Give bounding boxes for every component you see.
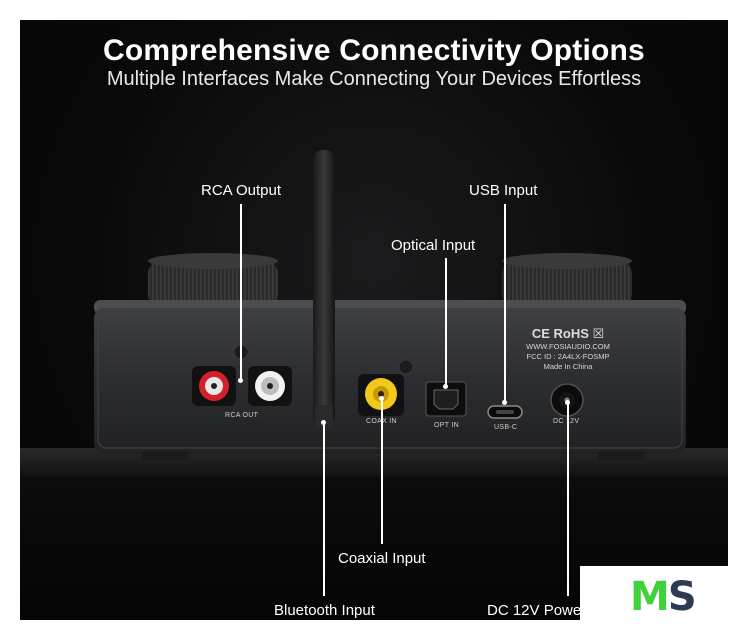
screw	[398, 359, 414, 375]
dc-port-label: DC 12V	[553, 418, 580, 425]
callout-rca-output: RCA Output	[201, 182, 282, 199]
usb-c-port	[487, 405, 523, 419]
leader-usb	[504, 204, 506, 402]
rca-right-jack	[248, 366, 292, 406]
ms-logo-s: S	[667, 574, 697, 620]
callout-coaxial-input: Coaxial Input	[338, 550, 426, 567]
fcc-id-text: FCC ID : 2A4LX-FOSMP	[526, 352, 610, 361]
callout-dc-power: DC 12V Powe	[487, 602, 582, 619]
coax-jack	[358, 374, 404, 416]
leader-dc	[567, 402, 569, 596]
callout-optical-input: Optical Input	[391, 237, 476, 254]
leader-optical	[445, 258, 447, 386]
origin-text: Made In China	[543, 362, 593, 371]
ce-rohs-marks: CE RoHS ☒	[531, 326, 605, 341]
bluetooth-antenna	[313, 150, 335, 427]
callout-bluetooth-input: Bluetooth Input	[274, 602, 375, 619]
leader-dot-dc	[565, 400, 570, 405]
rca-port-label: RCA OUT	[225, 412, 259, 419]
leader-dot-bluetooth	[321, 420, 326, 425]
right-knob	[502, 253, 632, 308]
headline: Comprehensive Connectivity Options	[103, 34, 645, 67]
foot-right	[598, 452, 644, 460]
ms-logo-m: M	[630, 574, 670, 620]
foot-left	[142, 452, 188, 460]
subheadline: Multiple Interfaces Make Connecting Your…	[106, 68, 642, 90]
leader-dot-optical	[443, 384, 448, 389]
regulatory-block: CE RoHS ☒ WWW.FOSIAUDIO.COM FCC ID : 2A4…	[508, 326, 628, 372]
product-photo: RCA OUT COAX IN OPT IN USB-C DC 12V CE R…	[20, 20, 728, 620]
leader-rca	[240, 204, 242, 380]
leader-coax	[381, 398, 383, 544]
leader-bluetooth	[323, 422, 325, 596]
amplifier-illustration	[94, 150, 686, 460]
ms-logo: MS	[630, 574, 697, 620]
callout-usb-input: USB Input	[469, 182, 538, 199]
leader-dot-usb	[502, 400, 507, 405]
leader-dot-rca	[238, 378, 243, 383]
leader-dot-coax	[379, 396, 384, 401]
rca-left-jack	[192, 366, 236, 406]
left-knob	[148, 253, 278, 308]
usb-port-label: USB-C	[494, 424, 518, 431]
ms-watermark-badge: MS	[580, 566, 748, 640]
opt-port-label: OPT IN	[434, 422, 460, 429]
website-text: WWW.FOSIAUDIO.COM	[526, 342, 610, 351]
